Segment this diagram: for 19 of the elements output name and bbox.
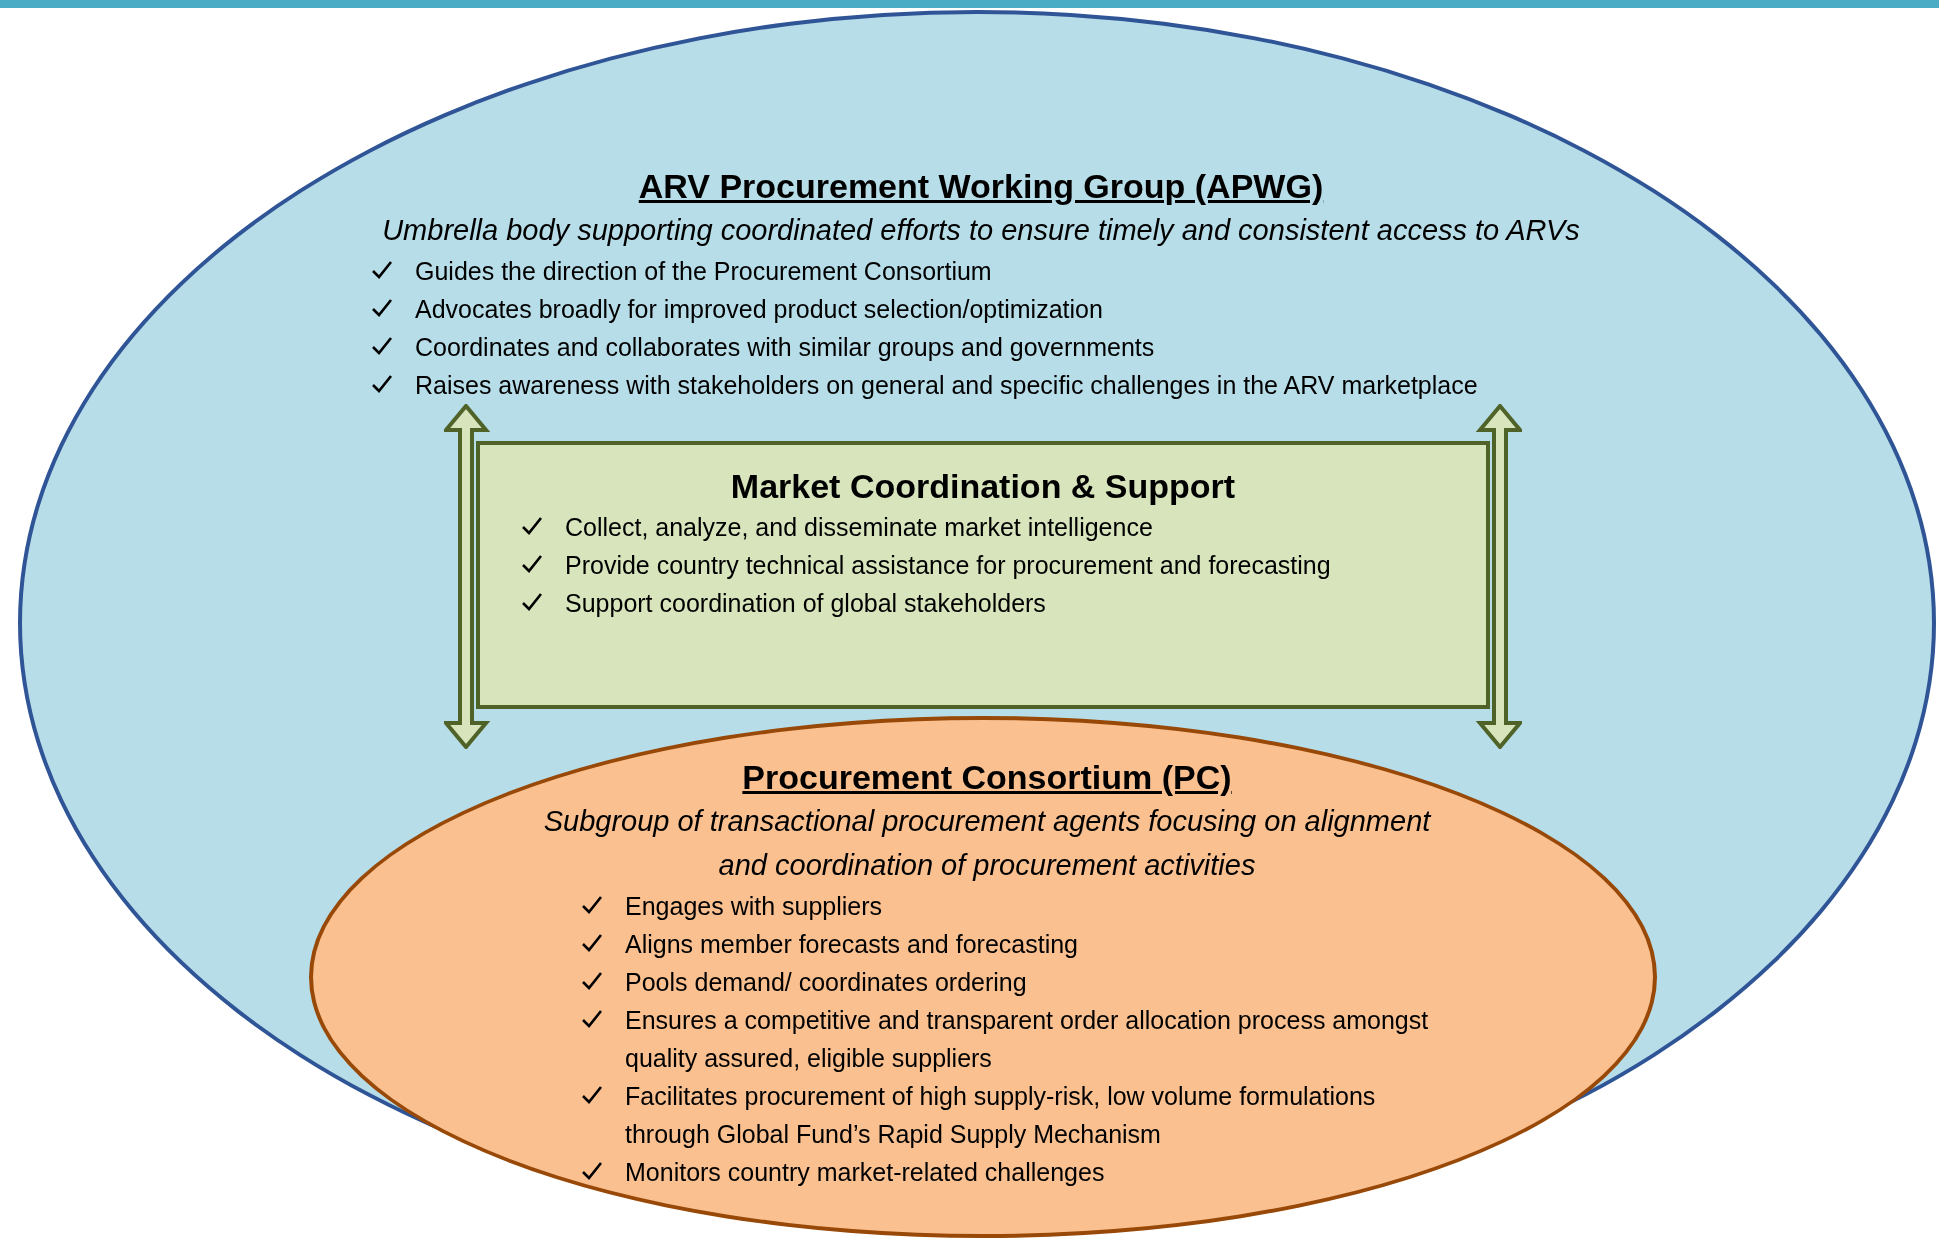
bullet-text: Engages with suppliers [625, 891, 883, 922]
bullet-text: Collect, analyze, and disseminate market intelligence [565, 512, 1153, 543]
group-heading: Procurement Consortium (PC) [742, 757, 1232, 798]
group-description: Umbrella body supporting coordinated efforts to ensure timely and consistent access to ARVs [382, 213, 1580, 248]
bullet-text: Raises awareness with stakeholders on general and specific challenges in the ARV marketplace [415, 370, 1478, 401]
bullet-text: Coordinates and collaborates with similar groups and governments [415, 332, 1155, 363]
bullet-text: Pools demand/ coordinates ordering [625, 967, 1027, 998]
bullet-text: Provide country technical assistance for procurement and forecasting [565, 550, 1331, 581]
bullet-text: Guides the direction of the Procurement Consortium [415, 256, 992, 287]
bullet-text: Facilitates procurement of high supply-risk, low volume formulations through Global Fund’s Rapid Supply Mechanism [625, 1081, 1377, 1150]
group-heading: ARV Procurement Working Group (APWG) [638, 166, 1324, 207]
bullet-text: Ensures a competitive and transparent order allocation process amongst quality assured, eligible suppliers [625, 1005, 1430, 1074]
scroll-panel [444, 404, 1522, 749]
bullet-text: Aligns member forecasts and forecasting [625, 929, 1078, 960]
bullet-text: Monitors country market-related challenges [625, 1157, 1105, 1188]
bullet-text: Advocates broadly for improved product selection/optimization [415, 294, 1103, 325]
bullet-text: Support coordination of global stakeholders [565, 588, 1046, 619]
group-heading: Market Coordination & Support [730, 466, 1236, 507]
group-description: Subgroup of transactional procurement agents focusing on alignment and coordination of procurement activities [542, 804, 1433, 883]
